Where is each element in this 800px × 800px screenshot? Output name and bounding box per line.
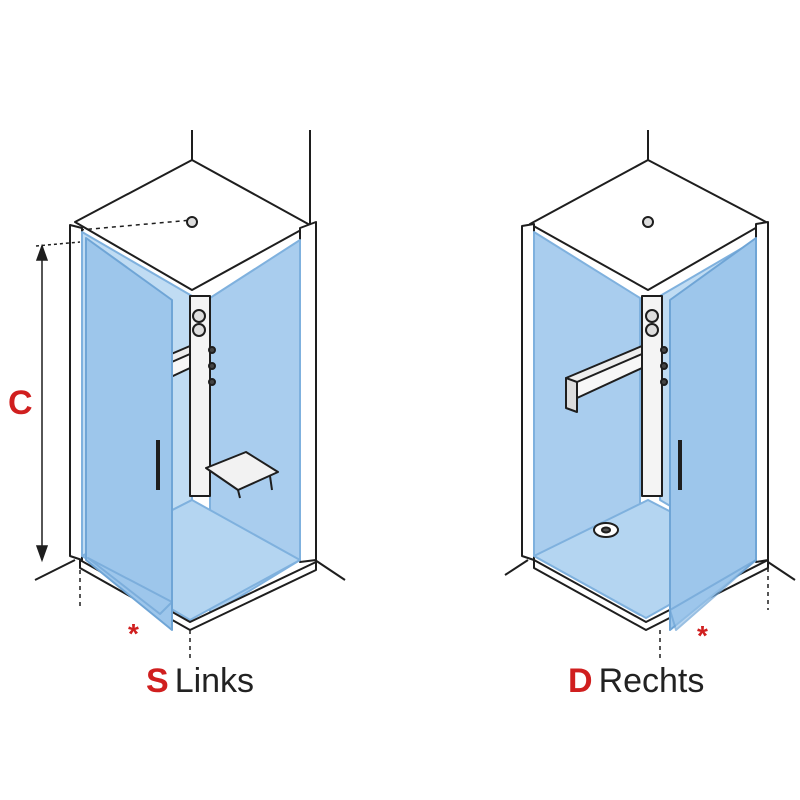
- variant-label-right: Rechts: [598, 662, 705, 700]
- hinge-marker-right: *: [697, 620, 708, 651]
- shower-cabin-left: [34, 130, 346, 660]
- variant-code-left: S: [146, 662, 169, 700]
- height-dimension-line: [35, 241, 81, 563]
- variant-code-right: D: [568, 662, 593, 700]
- height-dimension-label: C: [8, 384, 33, 422]
- variant-label-left: Links: [174, 662, 255, 700]
- hinge-marker-left: *: [128, 618, 139, 649]
- shower-cabin-right: [504, 130, 796, 660]
